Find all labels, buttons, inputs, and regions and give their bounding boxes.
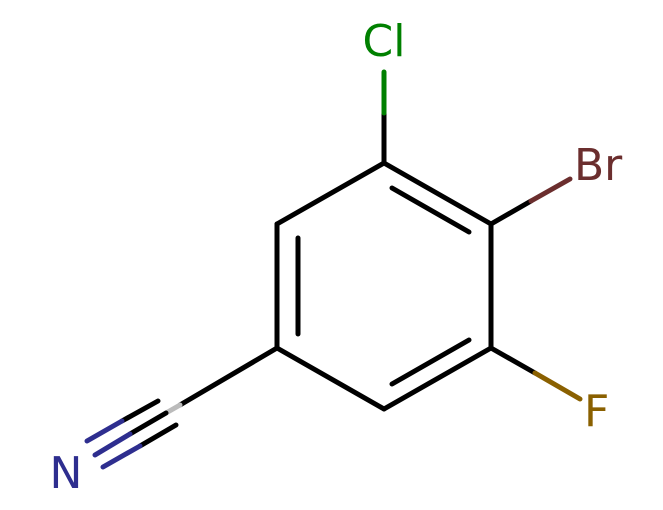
bond-c-f [488, 345, 583, 402]
triple-bond-lower-dark [137, 422, 179, 449]
triple-bond-upper-dark [119, 398, 161, 424]
double-bond-inner-c3-c4 [389, 337, 472, 387]
atom-label-cl: Cl [363, 16, 406, 67]
atom-label-n: N [50, 448, 83, 499]
atom-label-br: Br [574, 140, 623, 191]
triple-bond-center-colored [92, 431, 133, 458]
bond-c1-c2 [381, 160, 494, 227]
triple-bond-center-dark [127, 410, 169, 437]
bond-c-br [488, 176, 573, 227]
bond-ring-cn [177, 345, 280, 408]
nitrile-carbon [163, 402, 183, 416]
ring-bonds [274, 160, 494, 412]
triple-bond-upper-colored [84, 418, 125, 444]
double-bond-inner-c1-c2 [389, 185, 472, 235]
triple-bond-cn [84, 398, 179, 470]
triple-bond-lower-colored [100, 443, 143, 470]
bond-c3-c4 [381, 345, 494, 412]
bond-c-f-dark [488, 345, 538, 376]
bond-c4-c5 [274, 345, 387, 412]
bond-c6-c1 [274, 160, 387, 227]
bond-c-br-colored [528, 176, 573, 204]
atom-label-f: F [584, 386, 609, 437]
bond-c-br-dark [488, 198, 534, 227]
bond-c-f-colored [532, 370, 583, 402]
